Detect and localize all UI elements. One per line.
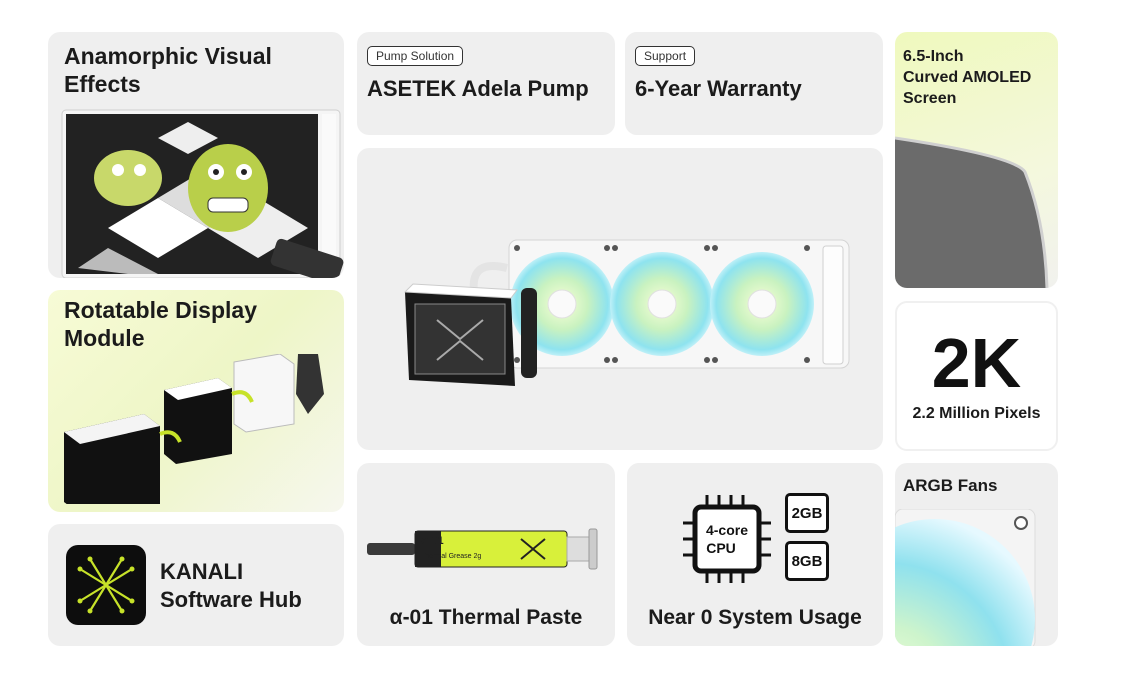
cpu-chip-icon: 4-core CPU [683,495,771,583]
cpu-chip-label-line1: 4-core [706,522,748,538]
amoled-title: 6.5-Inch Curved AMOLED Screen [903,46,1053,109]
warranty-badge: Support [635,46,696,66]
warranty-heading: 6-Year Warranty [635,76,802,101]
resolution-subtitle: 2.2 Million Pixels [912,405,1041,422]
memory-8gb-label: 8GB [791,552,823,570]
argb-fan-illustration [895,509,1036,646]
anamorphic-screen-illustration [61,109,344,278]
card-cooler-product [357,148,883,450]
amoled-line2: Curved AMOLED [903,69,1032,86]
card-resolution: 2K 2.2 Million Pixels [895,301,1058,451]
rotate-arrow-icon [159,430,182,443]
memory-icon-8gb: 8GB [785,541,829,581]
card-warranty: Support 6-Year Warranty [625,32,883,135]
cpu-chip-label-line2: CPU [706,540,736,556]
amoled-line3: Screen [903,90,957,107]
memory-icon-2gb: 2GB [785,493,829,533]
thermal-paste-syringe: α-01 Thermal Grease 2g [367,528,598,570]
pump-heading: ASETEK Adela Pump [367,76,589,101]
rotatable-module-illustration [64,354,324,504]
card-system-usage: 4-core CPU 2GB 8GB Near 0 System Usage [627,463,883,646]
system-usage-caption: Near 0 System Usage [648,606,862,629]
thermal-paste-caption: α-01 Thermal Paste [389,606,583,629]
amoled-line1: 6.5-Inch [903,48,964,65]
rotatable-title: Rotatable Display Module [64,297,257,351]
syringe-label: α-01 [421,535,444,547]
card-pump-solution: Pump Solution ASETEK Adela Pump [357,32,615,135]
software-hub-title: KANALI Software Hub [160,558,302,614]
curved-screen-illustration [895,136,1049,288]
software-hub-line1: KANALI [160,559,244,584]
resolution-value: 2K [931,324,1022,402]
pump-badge: Pump Solution [367,46,464,66]
syringe-sublabel: Thermal Grease 2g [421,553,481,560]
card-amoled-screen: 6.5-Inch Curved AMOLED Screen [895,32,1058,288]
aio-cooler-illustration [403,239,850,386]
memory-2gb-label: 2GB [791,504,823,522]
card-software-hub: KANALI Software Hub [48,524,344,646]
argb-fans-title: ARGB Fans [903,476,998,495]
software-hub-line2: Software Hub [160,587,302,612]
card-anamorphic-effects: Anamorphic Visual Effects [48,32,344,278]
card-rotatable-display: Rotatable Display Module [48,290,344,512]
card-thermal-paste: α-01 Thermal Grease 2g α-01 Thermal Past… [357,463,615,646]
card-argb-fans: ARGB Fans [895,463,1058,646]
kanali-logo-icon [66,545,146,625]
anamorphic-title: Anamorphic Visual Effects [64,43,272,97]
